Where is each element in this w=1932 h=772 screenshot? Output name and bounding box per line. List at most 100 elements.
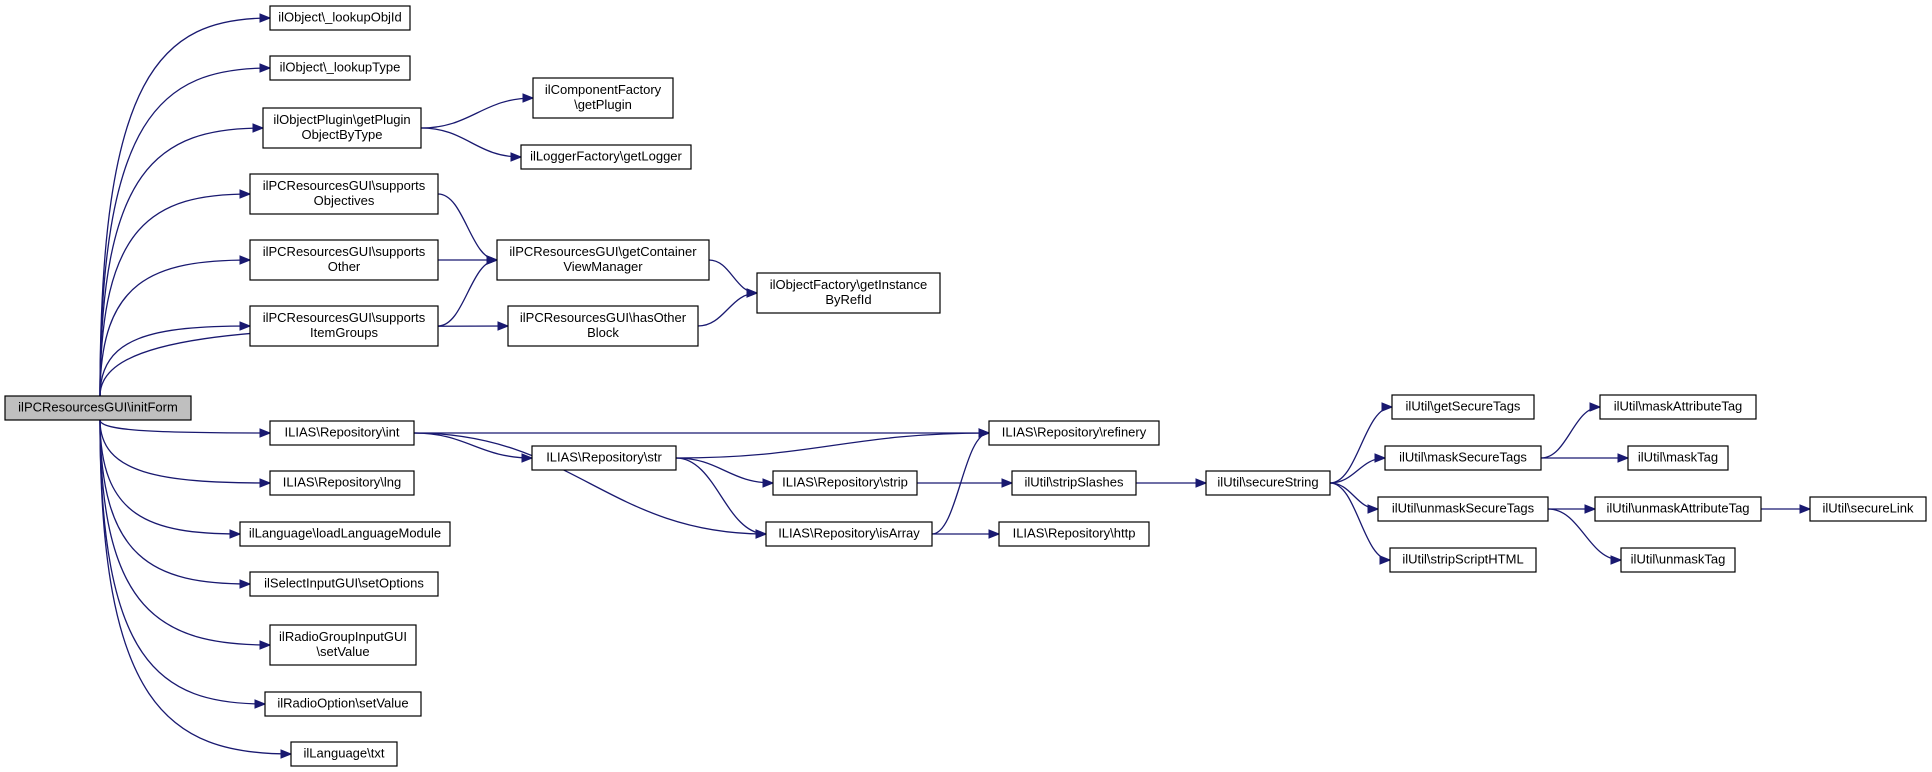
- arrowhead-icon: [259, 428, 272, 438]
- node-box: [1809, 496, 1927, 522]
- node-label: ilSelectInputGUI\setOptions: [264, 576, 424, 591]
- node-repoHttp[interactable]: ILIAS\Repository\http: [998, 521, 1150, 547]
- node-setOptions[interactable]: ilSelectInputGUI\setOptions: [249, 571, 439, 597]
- node-label: ilUtil\secureLink: [1822, 501, 1914, 516]
- edge-repoIsArray-to-repoRefinery: [931, 428, 991, 535]
- edge-getPluginObjectByType-to-compFactoryGetPlugin: [420, 93, 535, 129]
- node-lookupObjId[interactable]: ilObject\_lookupObjId: [269, 5, 411, 31]
- node-secureLink[interactable]: ilUtil\secureLink: [1809, 496, 1927, 522]
- edge-secureString-to-maskSecureTags: [1329, 453, 1387, 484]
- node-langTxt[interactable]: ilLanguage\txt: [290, 741, 398, 767]
- node-maskTag[interactable]: ilUtil\maskTag: [1627, 445, 1729, 471]
- node-box: [249, 571, 439, 597]
- node-box: [1620, 547, 1736, 573]
- node-label: ilUtil\maskAttributeTag: [1614, 399, 1743, 414]
- node-label: ViewManager: [563, 259, 643, 274]
- node-unmaskSecureTags[interactable]: ilUtil\unmaskSecureTags: [1377, 496, 1549, 522]
- edge-initForm-to-lookupObjId: [99, 13, 272, 397]
- node-box: [239, 521, 451, 547]
- edge-line: [1329, 406, 1393, 484]
- node-box: [1627, 445, 1729, 471]
- edge-line: [413, 432, 533, 459]
- node-label: ILIAS\Repository\isArray: [778, 526, 920, 541]
- arrowhead-icon: [1381, 402, 1394, 412]
- arrowhead-icon: [1195, 478, 1208, 488]
- arrowhead-icon: [259, 63, 272, 73]
- edge-initForm-to-supportsObjectives: [99, 189, 252, 397]
- edge-line: [99, 419, 271, 484]
- arrowhead-icon: [1379, 555, 1392, 565]
- node-box: [988, 420, 1160, 446]
- node-box: [1389, 547, 1537, 573]
- node-stripScriptHTML[interactable]: ilUtil\stripScriptHTML: [1389, 547, 1537, 573]
- node-getLogger[interactable]: ilLoggerFactory\getLogger: [520, 144, 692, 170]
- node-loadLanguageModule[interactable]: ilLanguage\loadLanguageModule: [239, 521, 451, 547]
- arrowhead-icon: [259, 478, 272, 488]
- node-box: [507, 305, 699, 347]
- node-box: [1384, 445, 1542, 471]
- node-box: [262, 107, 422, 149]
- edge-line: [99, 193, 251, 397]
- node-repoLng[interactable]: ILIAS\Repository\lng: [269, 470, 415, 496]
- node-box: [264, 691, 422, 717]
- node-label: ilPCResourcesGUI\supports: [263, 244, 426, 259]
- node-repoStrip[interactable]: ILIAS\Repository\strip: [772, 470, 918, 496]
- node-box: [496, 239, 710, 281]
- node-label: ByRefId: [825, 292, 871, 307]
- node-stripSlashes[interactable]: ilUtil\stripSlashes: [1011, 470, 1137, 496]
- node-label: ILIAS\Repository\http: [1013, 526, 1136, 541]
- edge-line: [99, 419, 292, 755]
- edge-unmaskSecureTags-to-unmaskAttributeTag: [1547, 504, 1597, 514]
- edge-repoStrip-to-stripSlashes: [916, 478, 1014, 488]
- node-label: Objectives: [314, 193, 375, 208]
- node-box: [269, 5, 411, 31]
- arrowhead-icon: [521, 453, 534, 463]
- node-maskSecureTags[interactable]: ilUtil\maskSecureTags: [1384, 445, 1542, 471]
- node-maskAttributeTag[interactable]: ilUtil\maskAttributeTag: [1599, 394, 1757, 420]
- node-label: ilPCResourcesGUI\supports: [263, 310, 426, 325]
- node-getSecureTags[interactable]: ilUtil\getSecureTags: [1391, 394, 1535, 420]
- edge-initForm-to-lookupType: [99, 63, 272, 397]
- arrowhead-icon: [762, 478, 775, 488]
- edge-line: [437, 259, 498, 327]
- node-radioGroupSetValue[interactable]: ilRadioGroupInputGUI\setValue: [269, 624, 417, 666]
- node-box: [269, 420, 415, 446]
- node-repoIsArray[interactable]: ILIAS\Repository\isArray: [765, 521, 933, 547]
- edge-line: [697, 292, 758, 327]
- node-repoRefinery[interactable]: ILIAS\Repository\refinery: [988, 420, 1160, 446]
- node-repoStr[interactable]: ILIAS\Repository\str: [531, 445, 677, 471]
- node-lookupType[interactable]: ilObject\_lookupType: [269, 55, 411, 81]
- edge-line: [99, 17, 271, 397]
- node-box: [520, 144, 692, 170]
- node-box: [756, 272, 941, 314]
- arrowhead-icon: [229, 529, 242, 539]
- node-secureString[interactable]: ilUtil\secureString: [1205, 470, 1331, 496]
- node-box: [249, 239, 439, 281]
- edge-line: [708, 259, 758, 294]
- node-label: ilUtil\unmaskTag: [1631, 552, 1726, 567]
- edge-line: [675, 457, 767, 535]
- node-box: [1391, 394, 1535, 420]
- node-initForm[interactable]: ilPCResourcesGUI\initForm: [4, 395, 192, 421]
- arrowhead-icon: [259, 13, 272, 23]
- edge-supportsItemGroups-to-getContainerViewManager: [437, 255, 499, 327]
- edge-initForm-to-supportsOther: [99, 255, 252, 397]
- arrowhead-icon: [1374, 453, 1387, 463]
- nodes-layer: ilPCResourcesGUI\initForm ilObject\_looku…: [4, 5, 1927, 767]
- node-unmaskAttributeTag[interactable]: ilUtil\unmaskAttributeTag: [1594, 496, 1762, 522]
- node-radioOptionSetValue[interactable]: ilRadioOption\setValue: [264, 691, 422, 717]
- edge-line: [931, 432, 990, 535]
- node-label: Other: [328, 259, 361, 274]
- node-compFactoryGetPlugin[interactable]: ilComponentFactory\getPlugin: [532, 77, 674, 119]
- node-unmaskTag[interactable]: ilUtil\unmaskTag: [1620, 547, 1736, 573]
- node-label: ILIAS\Repository\str: [546, 450, 662, 465]
- edge-secureString-to-getSecureTags: [1329, 402, 1394, 484]
- node-repoInt[interactable]: ILIAS\Repository\int: [269, 420, 415, 446]
